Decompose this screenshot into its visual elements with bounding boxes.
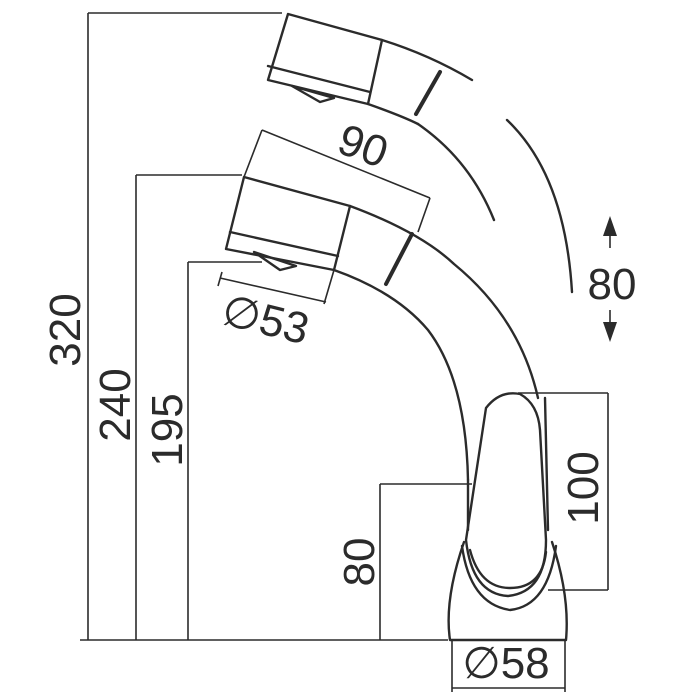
dim-58-lines [451, 640, 566, 692]
label-height-195: 195 [143, 393, 192, 466]
label-body-height: 80 [335, 538, 384, 587]
spout-neck-bottom [332, 268, 470, 482]
label-total-height: 320 [41, 293, 90, 366]
spout-head-rotated [266, 12, 496, 222]
faucet-body [447, 396, 568, 642]
dim-90-lines [243, 129, 431, 233]
label-swivel-travel: 80 [588, 260, 637, 309]
spout-neck-top [348, 204, 540, 400]
spout-head-front [224, 175, 414, 286]
label-base-diameter: ∅58 [462, 639, 549, 688]
label-handle-height: 100 [559, 451, 608, 524]
dim-195-lines [187, 261, 262, 640]
dim-100-lines [518, 392, 609, 591]
swivel-arc [505, 118, 574, 294]
dim-80-swivel-arrows [603, 216, 617, 342]
label-height-240: 240 [91, 368, 140, 441]
label-spout-length: 90 [332, 115, 395, 178]
dim-80-body-lines [379, 483, 472, 640]
handle-lever [464, 392, 548, 598]
dim-53-lines [217, 269, 335, 305]
dim-240-lines [135, 174, 242, 640]
dim-320-lines [87, 12, 282, 640]
